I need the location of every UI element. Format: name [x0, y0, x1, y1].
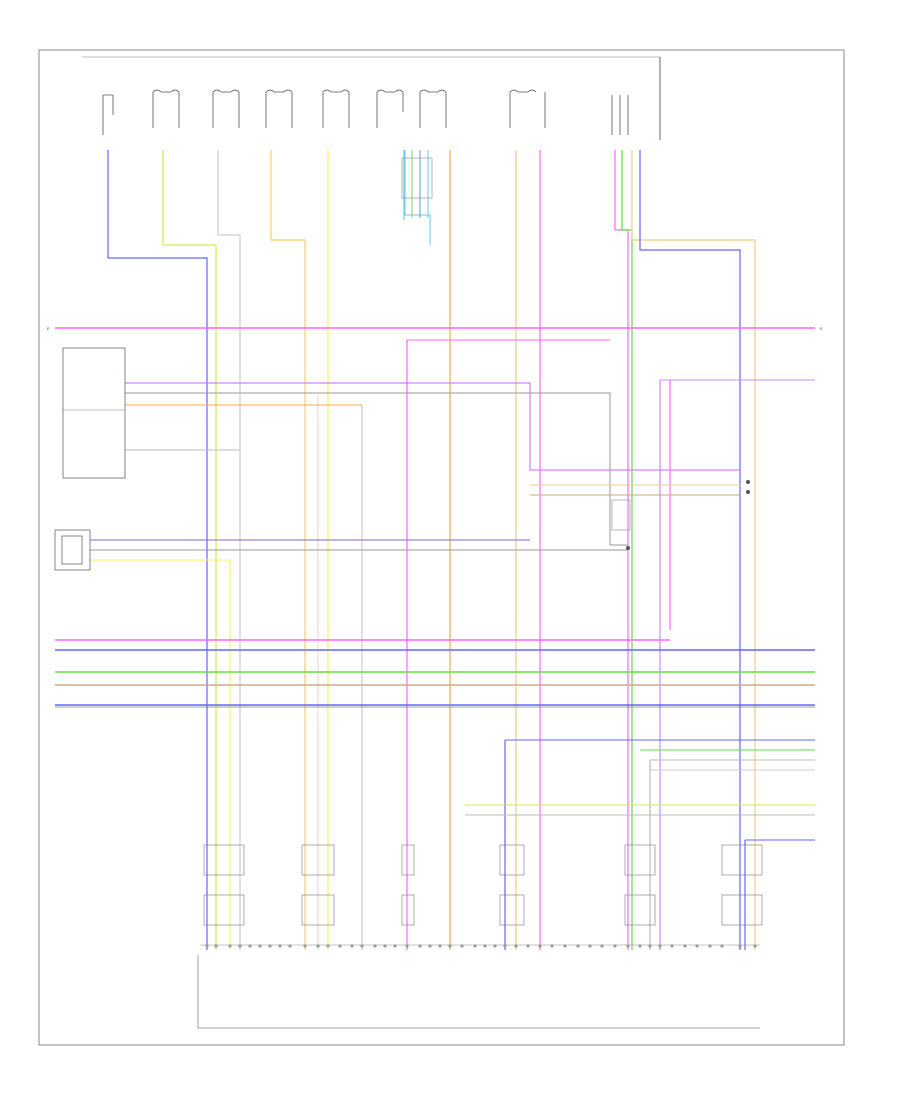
diagram-frame	[38, 49, 845, 1046]
bus-yellow-3	[90, 559, 231, 950]
pcm-pin-row	[197, 944, 760, 1029]
module-box-upper	[62, 347, 126, 479]
wire-tan-3	[631, 150, 756, 950]
wire-tan-1	[270, 150, 306, 950]
wire-green-2	[621, 150, 633, 950]
wire-green-1	[162, 150, 217, 950]
bus-violet-1	[125, 382, 740, 471]
wire-gray-1	[217, 150, 241, 950]
bottom-connectors	[203, 844, 763, 926]
wire-blue-2	[639, 150, 741, 950]
cyan-bundle	[401, 150, 433, 245]
ground-label-left: E	[47, 326, 50, 331]
horizontal-wires	[55, 327, 815, 950]
ground-label-right: E	[820, 326, 823, 331]
left-modules	[54, 347, 126, 571]
right-connectors	[611, 480, 750, 550]
wire-blue-1	[107, 150, 208, 950]
module-box-lower	[54, 529, 91, 571]
bus-gray-1	[125, 392, 628, 546]
top-sensor-connectors	[102, 89, 629, 135]
ground-symbols: E E	[47, 326, 823, 331]
